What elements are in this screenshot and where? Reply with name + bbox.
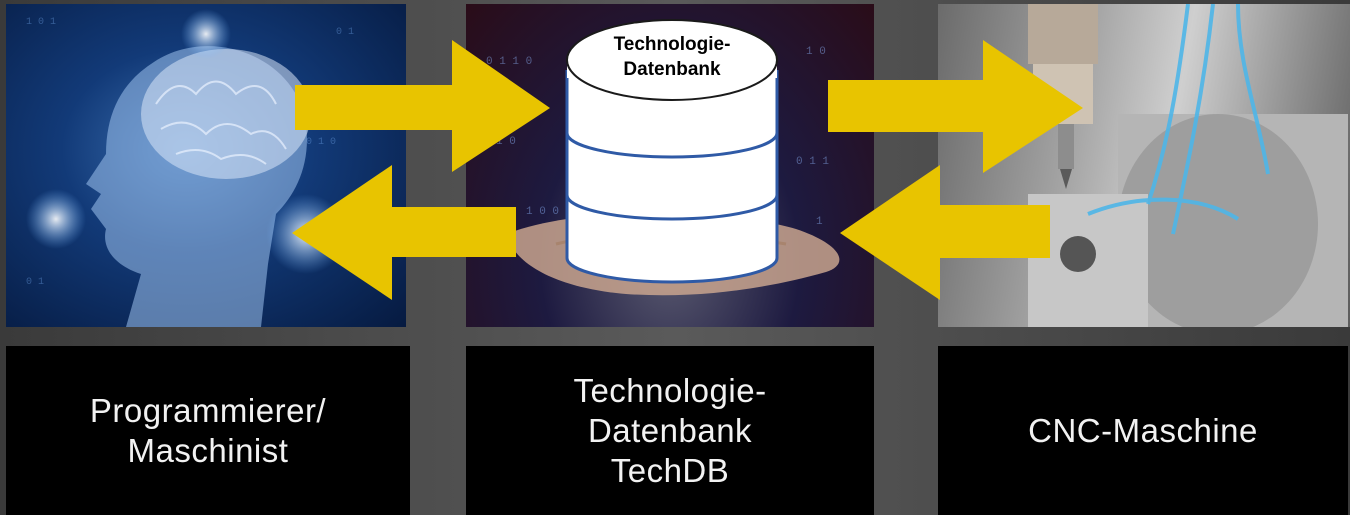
arrow-right-db-to-cnc — [828, 40, 1083, 173]
svg-text:1 0 0 1: 1 0 0 1 — [526, 206, 573, 218]
svg-text:1: 1 — [816, 216, 823, 228]
svg-text:0 1: 0 1 — [336, 27, 354, 38]
caption-cnc-line1: CNC-Maschine — [1028, 411, 1258, 449]
svg-text:1 0: 1 0 — [806, 46, 826, 58]
arrow-left-db-to-programmer — [292, 165, 516, 300]
svg-text:1 0 1: 1 0 1 — [26, 17, 56, 28]
database-label-line2: Datenbank — [623, 59, 721, 80]
svg-text:0 1 1: 0 1 1 — [796, 156, 829, 168]
svg-text:0 1 1 0: 0 1 1 0 — [486, 56, 532, 68]
caption-techdb: Technologie- Datenbank TechDB — [466, 346, 874, 515]
arrow-right-programmer-to-db — [295, 40, 550, 172]
programmer-ai-image: 1 0 10 1 10 1 0 1 10 1 — [6, 4, 406, 327]
cnc-machine-image — [938, 4, 1350, 327]
caption-programmer-line2: Maschinist — [127, 431, 289, 469]
caption-programmer: Programmierer/ Maschinist — [6, 346, 410, 515]
svg-text:0 1 0: 0 1 0 — [306, 137, 336, 148]
database-cylinder-icon: Technologie- Datenbank — [565, 19, 779, 284]
database-label-line1: Technologie- — [614, 34, 731, 55]
arrow-left-cnc-to-db — [840, 165, 1050, 300]
svg-text:0 1: 0 1 — [26, 277, 44, 288]
caption-techdb-line3: TechDB — [610, 451, 730, 489]
caption-techdb-line1: Technologie- — [573, 371, 767, 409]
cnc-illustration — [1028, 4, 1348, 327]
caption-programmer-line1: Programmierer/ — [89, 391, 327, 429]
caption-techdb-line2: Datenbank — [587, 411, 753, 449]
caption-cnc: CNC-Maschine — [938, 346, 1348, 515]
